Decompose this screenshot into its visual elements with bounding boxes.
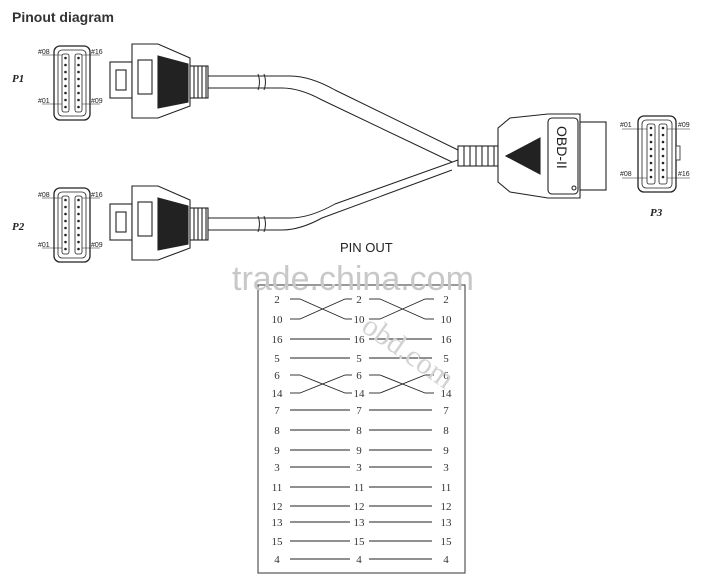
p3-pin-01: #01 <box>620 122 632 129</box>
pinout-mid-pin: 14 <box>354 388 366 400</box>
p1-pin-16: #16 <box>91 49 103 56</box>
p2-pin-grid <box>61 195 83 255</box>
pinout-left-pin: 13 <box>272 517 284 529</box>
pinout-right-pin: 16 <box>441 334 453 346</box>
p3-pin-09: #09 <box>678 122 690 129</box>
p1-pin-08: #08 <box>38 49 50 56</box>
p3-face: #01 #09 #08 #16 <box>620 115 690 193</box>
pinout-left-pin: 4 <box>274 554 280 566</box>
pinout-right-pin: 11 <box>441 482 452 494</box>
p1-pin-01: #01 <box>38 98 50 105</box>
p2-pin-16: #16 <box>91 192 103 199</box>
pinout-mid-pin: 15 <box>354 536 366 548</box>
pinout-mid-pin: 4 <box>356 554 362 566</box>
y-cable <box>208 73 459 233</box>
pinout-mid-pin: 11 <box>354 482 365 494</box>
pinout-right-pin: 3 <box>443 462 449 474</box>
p1-pin-grid <box>61 53 83 113</box>
pinout-left-pin: 2 <box>274 294 280 306</box>
pinout-left-pin: 6 <box>274 370 280 382</box>
pinout-left-pin: 11 <box>272 482 283 494</box>
p2-face: #08 #16 #01 #09 <box>38 187 103 263</box>
pinout-mid-pin: 8 <box>356 425 362 437</box>
wire-cross <box>379 374 426 394</box>
pinout-left-pin: 8 <box>274 425 280 437</box>
pinout-left-pin: 12 <box>272 501 283 513</box>
wire-cross <box>299 298 346 320</box>
pinout-left-pin: 5 <box>274 353 280 365</box>
pinout-rows: 2 2 2 10 10 10 16 16 16 5 5 5 6 6 6 14 14 14 7 7 7 8 8 8 9 9 9 3 3 3 1… <box>272 294 453 566</box>
pinout-mid-pin: 16 <box>354 334 366 346</box>
pinout-mid-pin: 10 <box>354 314 366 326</box>
pinout-left-pin: 14 <box>272 388 284 400</box>
pinout-mid-pin: 7 <box>356 405 362 417</box>
watermark: trade.china.com obd.com <box>232 260 474 395</box>
pinout-right-pin: 8 <box>443 425 449 437</box>
p2-label: P2 <box>12 221 25 233</box>
pinout-left-pin: 9 <box>274 445 280 457</box>
pinout-left-pin: 7 <box>274 405 280 417</box>
pinout-mid-pin: 2 <box>356 294 362 306</box>
pinout-mid-pin: 3 <box>356 462 362 474</box>
pinout-right-pin: 9 <box>443 445 449 457</box>
pinout-mid-pin: 13 <box>354 517 366 529</box>
wire-cross <box>379 298 426 320</box>
p2-pin-09: #09 <box>91 242 103 249</box>
pinout-right-pin: 4 <box>443 554 449 566</box>
p3-pin-16: #16 <box>678 171 690 178</box>
p3-label: P3 <box>650 207 663 219</box>
pinout-right-pin: 10 <box>441 314 453 326</box>
p3-plug-side <box>457 113 607 199</box>
p1-connector: #08 #16 #01 #09 P1 <box>12 43 209 121</box>
pinout-left-pin: 3 <box>274 462 280 474</box>
pinout-right-pin: 13 <box>441 517 453 529</box>
pinout-mid-pin: 9 <box>356 445 362 457</box>
pinout-right-pin: 6 <box>443 370 449 382</box>
pinout-right-pin: 5 <box>443 353 449 365</box>
pinout-left-pin: 16 <box>272 334 284 346</box>
pinout-mid-pin: 5 <box>356 353 362 365</box>
watermark-site: trade.china.com <box>232 260 474 298</box>
pinout-frame <box>257 284 466 574</box>
p3-housing-text: OBD-II <box>554 126 570 169</box>
pinout-right-pin: 14 <box>441 388 453 400</box>
page-title: Pinout diagram <box>12 9 114 25</box>
pinout-right-pin: 12 <box>441 501 452 513</box>
pinout-right-pin: 2 <box>443 294 449 306</box>
p1-plug-side <box>109 43 209 119</box>
p1-label: P1 <box>12 73 24 85</box>
pinout-left-pin: 15 <box>272 536 284 548</box>
wire-cross <box>299 374 346 394</box>
p2-pin-08: #08 <box>38 192 50 199</box>
p2-connector: #08 #16 #01 #09 P2 <box>12 185 209 263</box>
p1-face: #08 #16 #01 #09 <box>38 45 103 121</box>
pinout-right-pin: 15 <box>441 536 453 548</box>
pinout-right-pin: 7 <box>443 405 449 417</box>
p3-pin-08: #08 <box>620 171 632 178</box>
p1-pin-09: #09 <box>91 98 103 105</box>
pinout-mid-pin: 12 <box>354 501 365 513</box>
pinout-mid-pin: 6 <box>356 370 362 382</box>
pinout-title: PIN OUT <box>340 240 393 255</box>
pinout-left-pin: 10 <box>272 314 284 326</box>
p2-plug-side <box>109 185 209 261</box>
p2-pin-01: #01 <box>38 242 50 249</box>
